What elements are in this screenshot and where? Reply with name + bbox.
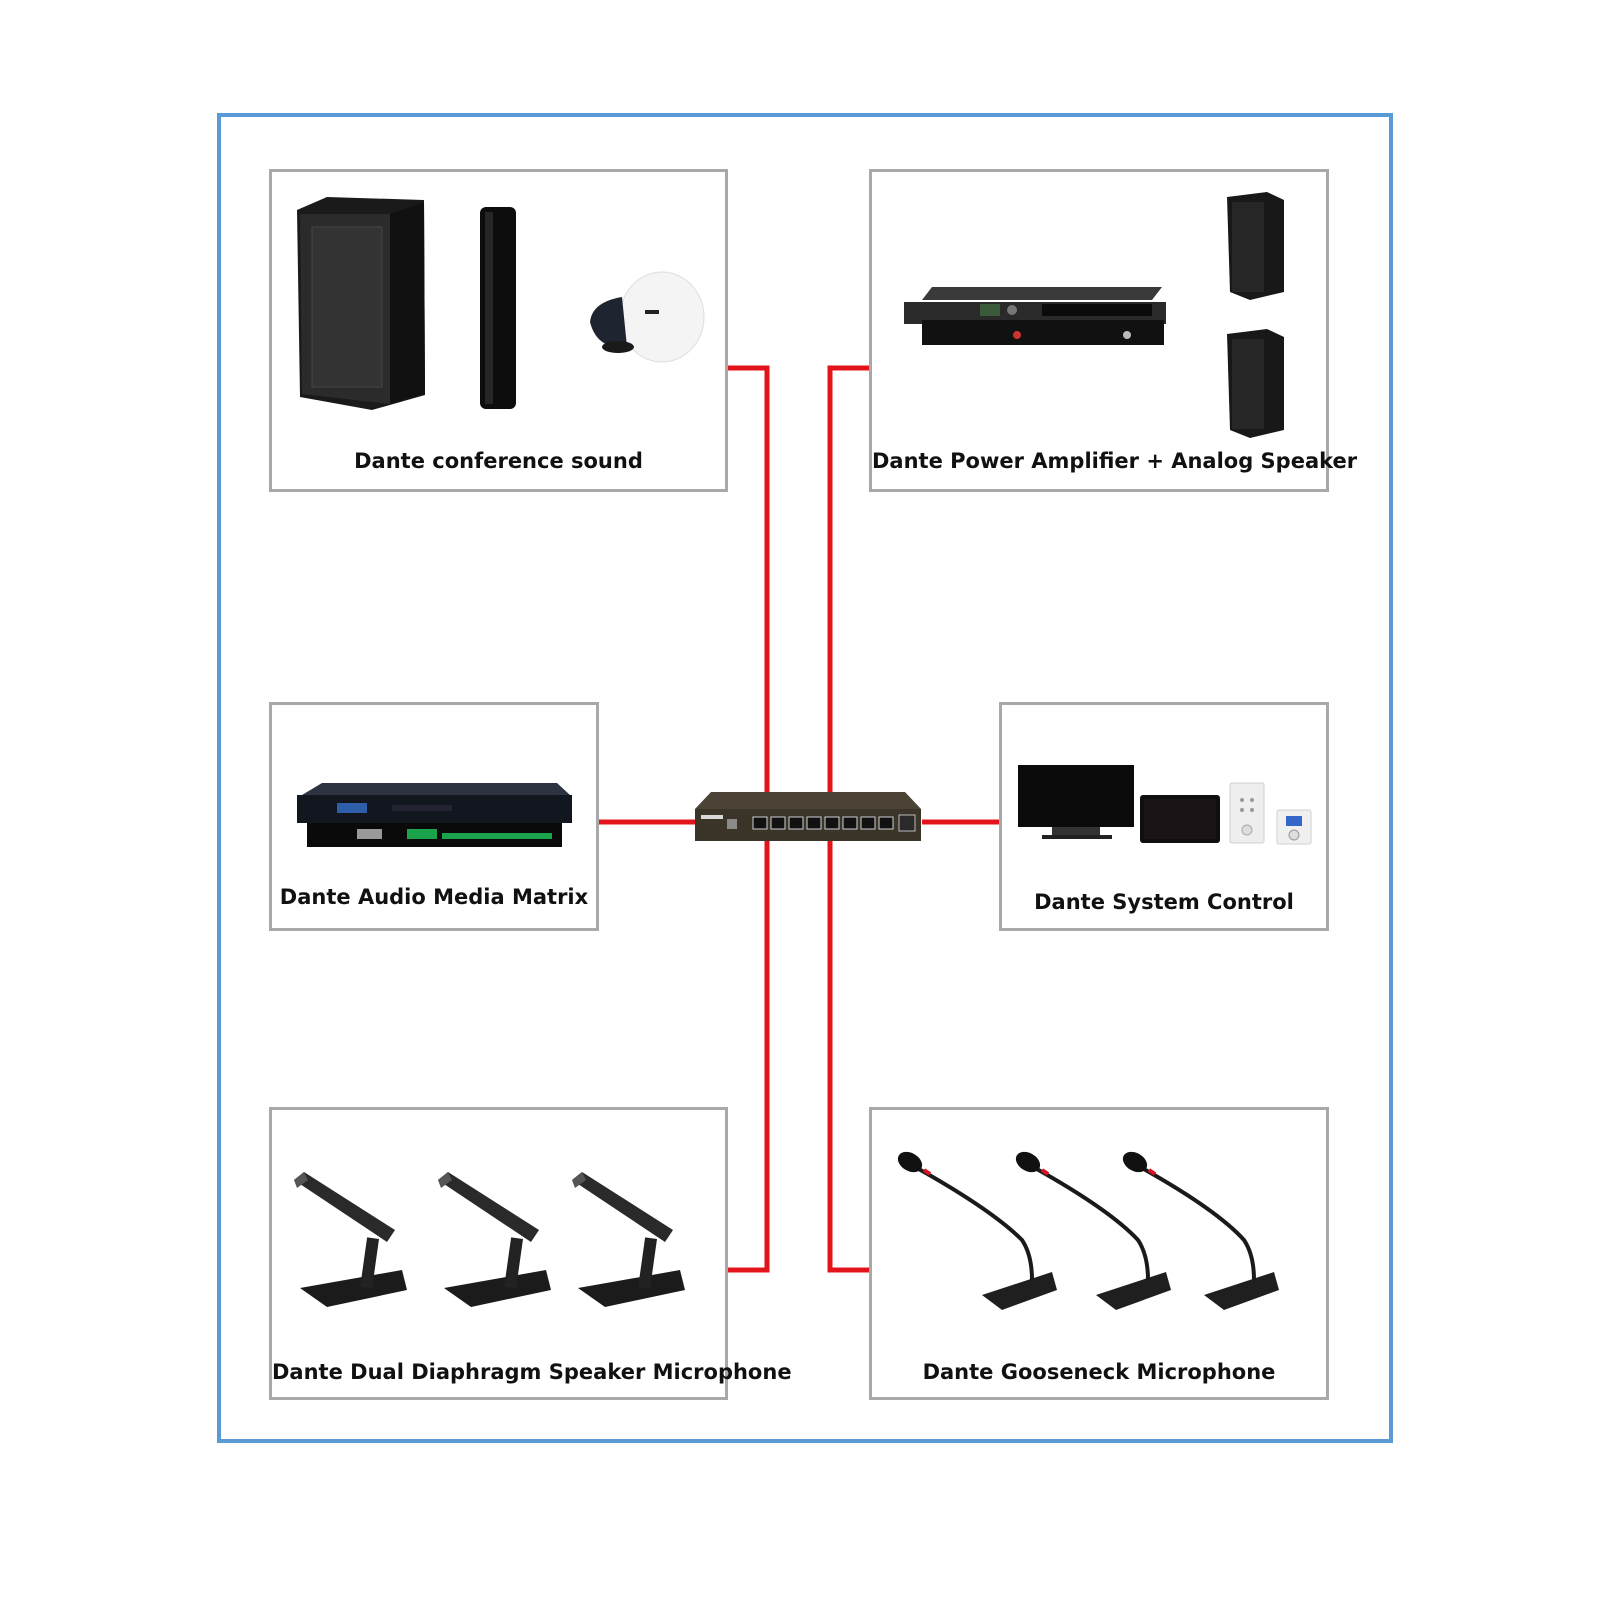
wall-speaker-icon bbox=[1227, 192, 1284, 438]
network-switch-icon bbox=[695, 792, 921, 841]
node-dante-dual-diaphragm-speaker-microphone: Dante Dual Diaphragm Speaker Microphone bbox=[269, 1107, 792, 1400]
monitor-icon bbox=[1018, 765, 1134, 839]
ceiling-speaker-icon bbox=[590, 271, 705, 363]
wire-top-right bbox=[827, 365, 869, 800]
system-control-icons bbox=[1018, 765, 1312, 845]
node-label: Dante Power Amplifier + Analog Speaker bbox=[872, 449, 1358, 473]
gooseneck-microphone-icon bbox=[897, 1151, 1057, 1310]
node-dante-audio-media-matrix: Dante Audio Media Matrix bbox=[269, 702, 599, 931]
node-dante-gooseneck-microphone: Dante Gooseneck Microphone bbox=[869, 1107, 1329, 1400]
column-speaker-icon bbox=[480, 207, 516, 409]
node-label: Dante System Control bbox=[1034, 890, 1294, 914]
conference-speakers-icons bbox=[297, 197, 705, 410]
diagram-frame bbox=[217, 113, 1393, 1443]
wall-panel-icon bbox=[1229, 782, 1265, 844]
tablet-icon bbox=[1140, 795, 1220, 843]
amplifier-speakers-icons bbox=[904, 192, 1284, 438]
desktop-speaker-microphone-icon bbox=[572, 1172, 685, 1307]
node-dante-power-amplifier: Dante Power Amplifier + Analog Speaker bbox=[869, 169, 1358, 492]
node-dante-conference-sound: Dante conference sound bbox=[269, 169, 728, 492]
matrix-icons bbox=[297, 783, 572, 847]
control-knob-icon bbox=[1276, 809, 1312, 845]
audio-matrix-rack-icon bbox=[297, 783, 572, 847]
cabinet-speaker-icon bbox=[297, 197, 425, 410]
node-label: Dante Dual Diaphragm Speaker Microphone bbox=[272, 1360, 792, 1384]
desktop-speaker-microphone-icon bbox=[438, 1172, 551, 1307]
power-amplifier-icon bbox=[904, 287, 1166, 345]
gooseneck-microphone-icon bbox=[1122, 1151, 1279, 1310]
gooseneck-microphone-icons bbox=[897, 1151, 1279, 1310]
wire-bot-right bbox=[827, 840, 869, 1273]
node-dante-system-control: Dante System Control bbox=[999, 702, 1329, 931]
node-label: Dante Gooseneck Microphone bbox=[922, 1360, 1276, 1384]
wire-bot-left bbox=[728, 840, 770, 1273]
desktop-speaker-microphone-icon bbox=[294, 1172, 407, 1307]
node-label: Dante Audio Media Matrix bbox=[279, 885, 589, 909]
wire-top-left bbox=[728, 365, 770, 800]
gooseneck-microphone-icon bbox=[1015, 1151, 1171, 1310]
node-label: Dante conference sound bbox=[354, 449, 643, 473]
speaker-microphone-icons bbox=[294, 1172, 685, 1307]
